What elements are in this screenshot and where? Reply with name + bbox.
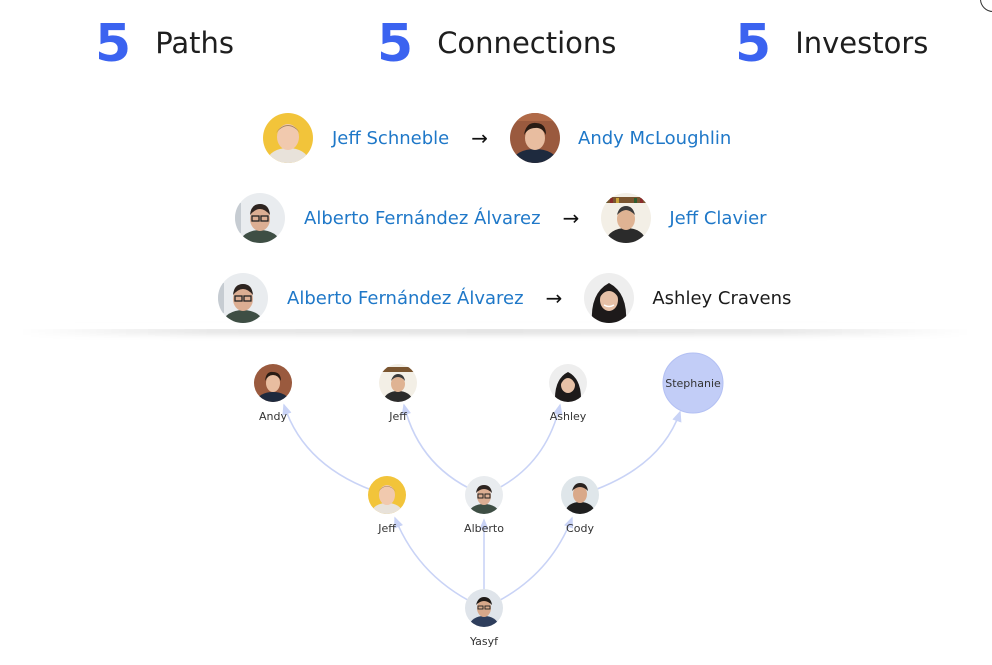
graph-node-jeff-clavier[interactable]	[379, 364, 417, 409]
graph-node-stephanie[interactable]: Stephanie	[662, 352, 724, 414]
arrow-right-icon: →	[545, 286, 563, 310]
path-row: Alberto Fernández Álvarez → Ashley Crave…	[218, 272, 791, 324]
path-to-name[interactable]: Jeff Clavier	[669, 207, 767, 229]
stat-investors-label: Investors	[795, 25, 929, 60]
stat-investors: 5 Investors	[735, 18, 928, 70]
graph-node-andy[interactable]	[254, 364, 292, 410]
avatar-jeff-schneble[interactable]	[263, 113, 313, 163]
avatar-andy-mcloughlin[interactable]	[510, 113, 560, 163]
close-icon[interactable]	[980, 0, 992, 12]
path-row: Alberto Fernández Álvarez → Jeff Clavier	[235, 192, 767, 244]
path-from-name[interactable]: Alberto Fernández Álvarez	[304, 207, 541, 229]
avatar-alberto[interactable]	[218, 273, 268, 323]
path-from-name[interactable]: Jeff Schneble	[332, 127, 450, 149]
path-row: Jeff Schneble → Andy McLoughlin	[263, 112, 731, 164]
graph-label-ashley: Ashley	[550, 410, 587, 423]
connection-graph: Andy Jeff Ashley Stephanie	[254, 352, 724, 648]
path-to-name[interactable]: Andy McLoughlin	[578, 127, 732, 149]
arrow-right-icon: →	[471, 126, 488, 150]
edge-jeff-andy	[282, 403, 387, 496]
arrow-right-icon: →	[562, 206, 580, 230]
section-divider	[20, 327, 970, 335]
avatar-jeff-clavier[interactable]	[601, 193, 652, 243]
graph-label-cody: Cody	[566, 522, 594, 535]
edge-cody-stephanie	[579, 410, 682, 496]
stat-paths-label: Paths	[155, 25, 235, 60]
stat-connections-value: 5	[377, 14, 414, 74]
path-to-name: Ashley Cravens	[652, 287, 792, 309]
graph-node-yasyf[interactable]	[465, 589, 503, 634]
graph-label-jeff-clavier: Jeff	[388, 410, 407, 423]
avatar-alberto[interactable]	[235, 193, 285, 243]
graph-label-jeff-schneble: Jeff	[377, 522, 396, 535]
graph-label-stephanie: Stephanie	[665, 377, 721, 390]
avatar-ashley-cravens[interactable]	[584, 273, 635, 323]
stat-investors-value: 5	[735, 14, 772, 74]
stat-paths-value: 5	[95, 14, 132, 74]
graph-node-alberto[interactable]	[465, 476, 503, 522]
path-from-name[interactable]: Alberto Fernández Álvarez	[287, 287, 524, 309]
stat-connections-label: Connections	[437, 25, 617, 60]
graph-label-alberto: Alberto	[464, 522, 504, 535]
graph-node-jeff-schneble[interactable]	[368, 476, 406, 521]
graph-label-andy: Andy	[259, 410, 287, 423]
graph-node-ashley[interactable]	[549, 364, 587, 402]
graph-label-yasyf: Yasyf	[469, 635, 499, 648]
stat-connections: 5 Connections	[377, 18, 616, 70]
stat-paths: 5 Paths	[95, 18, 234, 70]
graph-node-cody[interactable]	[561, 476, 599, 520]
